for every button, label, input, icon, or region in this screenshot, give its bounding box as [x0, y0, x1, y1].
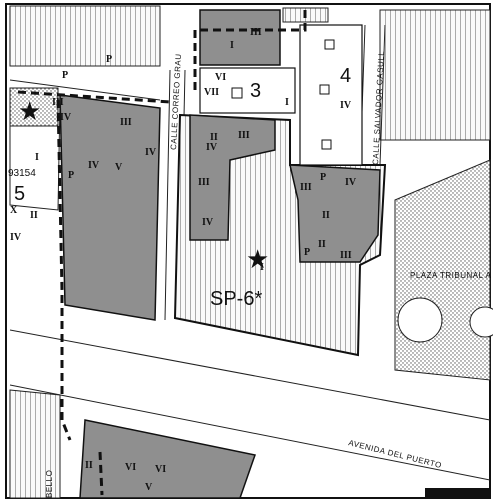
- parking-label: P: [320, 172, 326, 183]
- street-edge: [9, 329, 491, 421]
- floor-label: I: [35, 152, 39, 163]
- floor-label: I: [285, 97, 289, 108]
- zone-label: SP-6*: [210, 288, 262, 310]
- street-edge: [379, 24, 386, 166]
- floor-label: III: [340, 250, 352, 261]
- parking-label: P: [68, 170, 74, 181]
- street-bello: BELLO: [45, 470, 54, 498]
- floor-label: III: [300, 182, 312, 193]
- floor-label: II: [322, 210, 330, 221]
- block-top-left: [9, 5, 161, 67]
- floor-label: V: [145, 482, 153, 493]
- floor-label: I: [260, 262, 264, 273]
- star-icon: ★: [246, 244, 269, 274]
- floor-label: IV: [345, 177, 357, 188]
- floor-label: IV: [202, 217, 214, 228]
- block-top-grey: [199, 9, 281, 66]
- street-plaza: PLAZA TRIBUNAL A: [410, 271, 492, 280]
- floor-label: II: [30, 210, 38, 221]
- star-icon: ★: [18, 96, 41, 126]
- block-right-grey: [289, 164, 381, 263]
- floor-label: II: [85, 460, 93, 471]
- block-zone-4: [299, 24, 363, 166]
- zone-number-5: 5: [14, 183, 25, 205]
- floor-label: IV: [145, 147, 157, 158]
- floor-label: III: [120, 117, 132, 128]
- parking-label: P: [62, 70, 68, 81]
- parcel-ref: 93154: [8, 168, 36, 179]
- floor-label: II: [210, 132, 218, 143]
- block-plaza: [394, 159, 491, 381]
- plaza-circle: [397, 297, 443, 343]
- floor-label: I: [230, 40, 234, 51]
- square-marker: [319, 84, 330, 95]
- floor-label: V: [115, 162, 123, 173]
- floor-label: VI: [215, 72, 226, 83]
- floor-label: III: [52, 97, 64, 108]
- floor-label: III: [238, 130, 250, 141]
- floor-label: IV: [206, 142, 218, 153]
- block-top-right: [379, 9, 491, 141]
- floor-label: II: [318, 239, 326, 250]
- block-bottom-left: [9, 389, 61, 499]
- block-bottom-grey: [79, 419, 256, 499]
- block-bottom-right: [425, 488, 490, 498]
- square-marker: [231, 87, 243, 99]
- floor-label: X: [10, 205, 18, 216]
- block-center-grey: [189, 114, 276, 241]
- parking-label: P: [304, 247, 310, 258]
- floor-label: IV: [88, 160, 100, 171]
- floor-label: VI: [155, 464, 166, 475]
- block-left-grey: [59, 94, 161, 321]
- street-edge: [164, 69, 171, 321]
- plaza-circle: [469, 306, 493, 338]
- block-zone-3: [199, 67, 296, 114]
- square-marker: [321, 139, 332, 150]
- floor-label: IV: [60, 112, 72, 123]
- floor-label: III: [250, 27, 262, 38]
- floor-label: III: [198, 177, 210, 188]
- floor-label: VII: [204, 87, 219, 98]
- floor-label: VI: [125, 462, 136, 473]
- parking-label: P: [106, 54, 112, 65]
- street-edge: [9, 384, 491, 481]
- zone-number-3: 3: [250, 80, 261, 102]
- floor-label: IV: [340, 100, 352, 111]
- street-edge: [9, 79, 161, 101]
- zone-number-4: 4: [340, 65, 351, 87]
- square-marker: [324, 39, 335, 50]
- floor-label: IV: [10, 232, 22, 243]
